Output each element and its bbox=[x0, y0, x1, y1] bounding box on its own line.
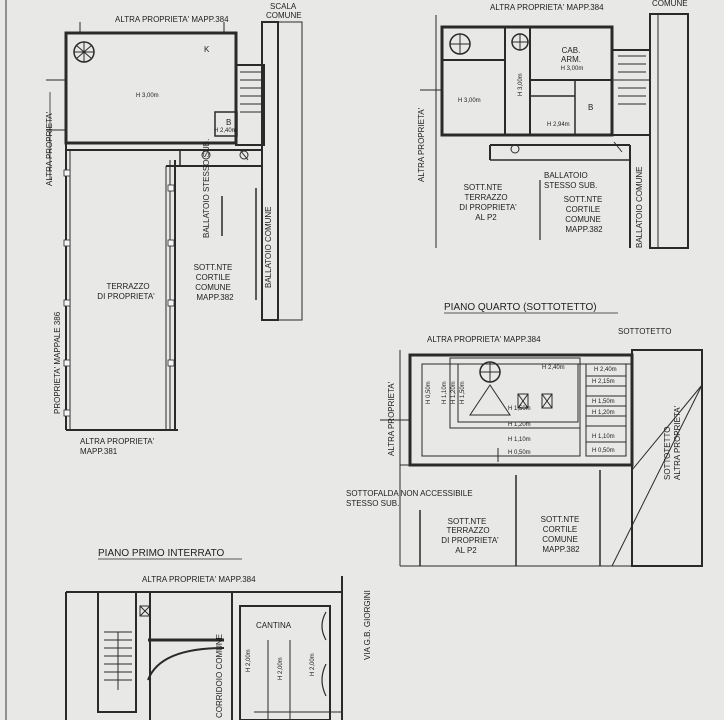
plan-b-terrazzo-3: DI PROPRIETA' bbox=[459, 203, 517, 212]
plan-b-ballatoio-1: BALLATOIO bbox=[544, 171, 588, 180]
plan-a-ballatoio-stesso: BALLATOIO STESSO SUB. bbox=[202, 139, 211, 238]
plan-a-bottom-owner-2: MAPP.381 bbox=[80, 447, 118, 456]
plan-b-b-height: H 2,94m bbox=[547, 122, 570, 128]
plan-b-comune: COMUNE bbox=[652, 0, 688, 8]
plan-a-b-height: H 2,40m bbox=[214, 128, 237, 134]
plan-b-cab-height: H 3,00m bbox=[561, 66, 584, 72]
plan-a-mappale-386: PROPRIETA' MAPPALE 386 bbox=[53, 311, 62, 414]
plan-a-cortile-2: CORTILE bbox=[196, 273, 231, 282]
plan-c-cortile-3: COMUNE bbox=[542, 535, 578, 544]
plan-a-room-height: H 3,00m bbox=[136, 93, 159, 99]
plan-d-height-2: H 2,00m bbox=[278, 657, 284, 680]
plan-d-cantina: CANTINA bbox=[256, 621, 292, 630]
plan-a-room-b: B bbox=[226, 118, 231, 127]
plan-a-room-k: K bbox=[204, 45, 210, 54]
plan-d-height-1: H 2,00m bbox=[246, 649, 252, 672]
plan-c-terrazzo-1: SOTT.NTE bbox=[448, 517, 487, 526]
plan-b-cortile-3: COMUNE bbox=[565, 215, 601, 224]
plan-a-terrazzo-1: TERRAZZO bbox=[106, 282, 149, 291]
plan-d-title: PIANO PRIMO INTERRATO bbox=[98, 548, 225, 559]
plan-c-sottotetto-vertical-2: ALTRA PROPRIETA' bbox=[673, 405, 682, 480]
plan-c-terrazzo-4: AL P2 bbox=[455, 546, 477, 555]
plan-b-ballatoio-2: STESSO SUB. bbox=[544, 181, 597, 190]
plan-c-height-right-1: H 2,15m bbox=[592, 379, 615, 385]
plan-basement bbox=[65, 576, 343, 720]
plan-a-scala-1: SCALA bbox=[270, 2, 297, 11]
plan-b-terrazzo-2: TERRAZZO bbox=[464, 193, 507, 202]
plan-a-top-owner: ALTRA PROPRIETA' MAPP.384 bbox=[115, 15, 229, 24]
plan-c-height-top-2: H 2,40m bbox=[594, 367, 617, 373]
plan-c-top-owner: ALTRA PROPRIETA' MAPP.384 bbox=[427, 335, 541, 344]
plan-c-cortile-4: MAPP.382 bbox=[542, 545, 580, 554]
plan-b-terrazzo-4: AL P2 bbox=[475, 213, 497, 222]
plan-c-height-center-3: H 1,10m bbox=[508, 437, 531, 443]
plan-c-height-left-2: H 1,10m bbox=[442, 381, 448, 404]
plan-b-vertical-height: H 3,00m bbox=[518, 73, 524, 96]
plan-b-terrazzo-1: SOTT.NTE bbox=[464, 183, 503, 192]
plan-c-sottofalda-1: SOTTOFALDA NON ACCESSIBILE bbox=[346, 489, 473, 498]
plan-c-height-right-2: H 1,50m bbox=[592, 399, 615, 405]
plan-d-corridoio: CORRIDOIO COMUNE bbox=[215, 634, 224, 718]
plan-b-top-owner: ALTRA PROPRIETA' MAPP.384 bbox=[490, 3, 604, 12]
plan-a-windows bbox=[63, 169, 175, 417]
plan-c-terrazzo-3: DI PROPRIETA' bbox=[441, 536, 499, 545]
plan-b-ballatoio-comune: BALLATOIO COMUNE bbox=[635, 167, 644, 249]
plan-c-sottotetto: SOTTOTETTO bbox=[618, 327, 671, 336]
plan-c-cortile-2: CORTILE bbox=[543, 525, 578, 534]
plan-a-left-owner: ALTRA PROPRIETA' bbox=[45, 111, 54, 186]
plan-c-terrazzo-2: TERRAZZO bbox=[446, 526, 489, 535]
plan-a-cortile-4: MAPP.382 bbox=[196, 293, 234, 302]
plan-c-title: PIANO QUARTO (SOTTOTETTO) bbox=[444, 302, 597, 313]
plan-b-left-owner: ALTRA PROPRIETA' bbox=[417, 107, 426, 182]
plan-c-height-right-4: H 1,10m bbox=[592, 434, 615, 440]
plan-a-cortile-3: COMUNE bbox=[195, 283, 231, 292]
plan-b-room-height: H 3,00m bbox=[458, 98, 481, 104]
plan-c-sottotetto-vertical-1: SOTTOTETTO bbox=[663, 427, 672, 480]
plan-d-height-3: H 2,00m bbox=[310, 653, 316, 676]
plan-attic-floor bbox=[380, 349, 703, 567]
plan-c-height-right-5: H 0,50m bbox=[592, 448, 615, 454]
plan-b-cortile-4: MAPP.382 bbox=[565, 225, 603, 234]
plan-upper-floor-right bbox=[420, 13, 689, 249]
plan-upper-floor-left bbox=[46, 21, 303, 431]
plan-c-height-center-2: H 1,20m bbox=[508, 422, 531, 428]
plan-a-ballatoio-comune: BALLATOIO COMUNE bbox=[264, 207, 273, 289]
plan-a-cortile-1: SOTT.NTE bbox=[194, 263, 233, 272]
plan-a-terrazzo-2: DI PROPRIETA' bbox=[97, 292, 155, 301]
plan-c-height-right-3: H 1,20m bbox=[592, 410, 615, 416]
plan-b-cortile-2: CORTILE bbox=[566, 205, 601, 214]
plan-d-street: VIA G.B. GIORGINI bbox=[363, 590, 372, 660]
plan-b-cab-2: ARM. bbox=[561, 55, 581, 64]
plan-b-cab-1: CAB. bbox=[562, 46, 581, 55]
plan-c-height-top-1: H 2,40m bbox=[542, 365, 565, 371]
plan-c-left-owner: ALTRA PROPRIETA' bbox=[387, 381, 396, 456]
plan-a-scala-2: COMUNE bbox=[266, 11, 302, 20]
plan-c-height-left-3: H 1,20m bbox=[451, 381, 457, 404]
plan-d-top-owner: ALTRA PROPRIETA' MAPP.384 bbox=[142, 575, 256, 584]
plan-c-cortile-1: SOTT.NTE bbox=[541, 515, 580, 524]
plan-b-cortile-1: SOTT.NTE bbox=[564, 195, 603, 204]
plan-c-height-center-1: H 1,50m bbox=[508, 406, 531, 412]
plan-c-height-center-4: H 0,50m bbox=[508, 450, 531, 456]
plan-b-room-b: B bbox=[588, 103, 593, 112]
plan-c-height-left-4: H 1,50m bbox=[460, 381, 466, 404]
plan-c-sottofalda-2: STESSO SUB. bbox=[346, 499, 399, 508]
plan-a-bottom-owner-1: ALTRA PROPRIETA' bbox=[80, 437, 155, 446]
plan-c-height-left-1: H 0,50m bbox=[426, 381, 432, 404]
